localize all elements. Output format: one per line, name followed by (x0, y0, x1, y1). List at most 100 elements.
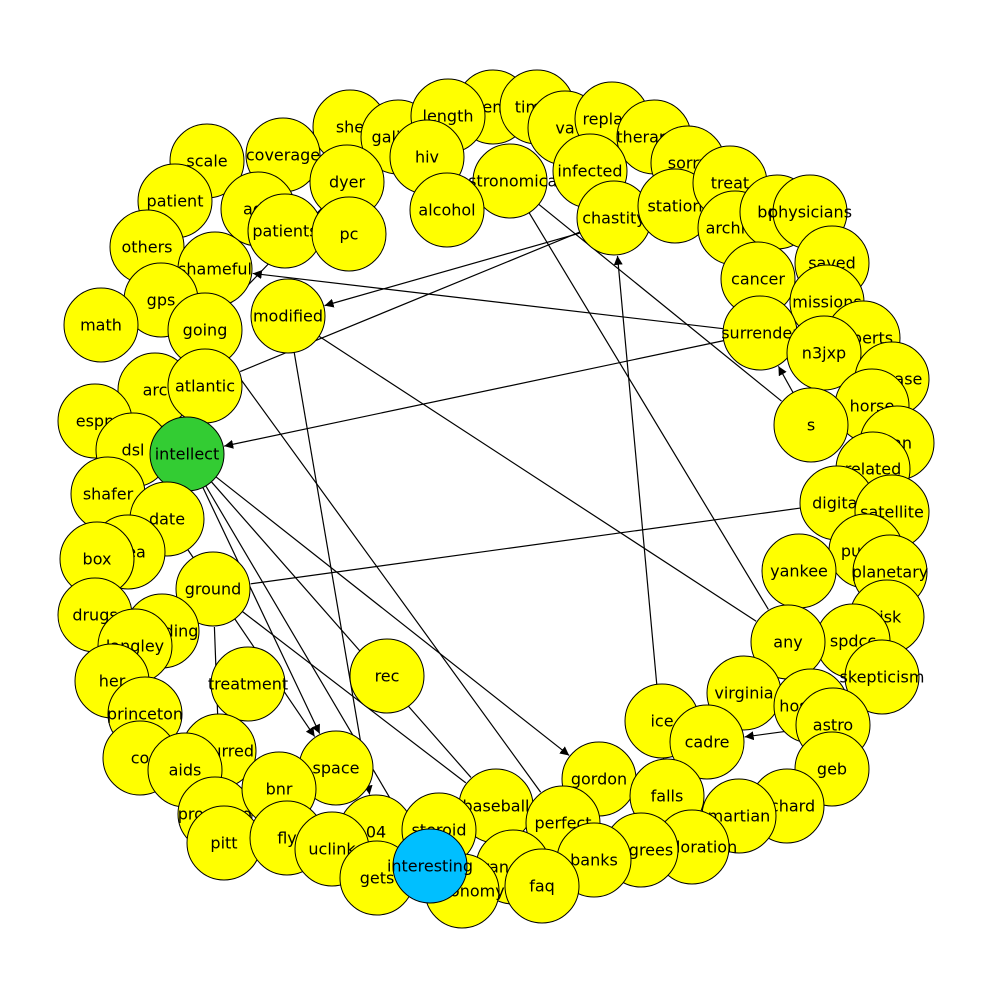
node-yankee[interactable]: yankee (761, 533, 837, 609)
node-alcohol[interactable]: alcohol (409, 172, 485, 248)
node-label: gps (147, 291, 176, 310)
node-label: digital (812, 494, 862, 513)
node-label: treatment (208, 675, 288, 694)
node-label: banks (570, 851, 618, 870)
node-ground[interactable]: ground (175, 551, 251, 627)
node-label: ice (650, 712, 673, 731)
node-label: planetary (852, 563, 929, 582)
node-label: her (99, 672, 126, 691)
node-label: pc (340, 225, 359, 244)
node-label: shafer (83, 485, 134, 504)
node-layer: shegalileomathematicstimesvalengthreplac… (57, 69, 935, 929)
node-label: falls (651, 787, 684, 806)
node-n3jxp[interactable]: n3jxp (786, 315, 862, 391)
node-surrender[interactable]: surrender (721, 295, 799, 371)
node-circle (504, 848, 580, 924)
node-intellect[interactable]: intellect (149, 416, 225, 492)
node-rec[interactable]: rec (349, 638, 425, 714)
edge-ground-baseball (241, 611, 467, 784)
node-label: faq (529, 877, 555, 896)
node-label: any (773, 633, 802, 652)
node-patients[interactable]: patients (247, 193, 323, 269)
node-label: geb (817, 760, 847, 779)
node-label: patient (147, 192, 204, 211)
node-pc[interactable]: pc (311, 196, 387, 272)
node-math[interactable]: math (63, 287, 139, 363)
node-circle (210, 646, 286, 722)
node-atlantic[interactable]: atlantic (167, 348, 243, 424)
node-label: dyer (329, 173, 365, 192)
node-faq[interactable]: faq (504, 848, 580, 924)
node-circle (311, 196, 387, 272)
edge-surrender-intellect (224, 340, 724, 449)
node-label: ground (185, 580, 242, 599)
node-label: intellect (155, 445, 220, 464)
node-label: gordon (571, 770, 627, 789)
node-label: surrender (721, 324, 799, 343)
node-label: co (131, 749, 150, 768)
edge-s-surrender (777, 365, 794, 393)
node-label: she (336, 118, 364, 137)
edge-astronomical-s (538, 203, 782, 402)
node-label: space (313, 759, 360, 778)
node-label: fly (277, 829, 297, 848)
edge-intellect-baseball (210, 481, 472, 778)
edge-astronomical-any (528, 212, 769, 610)
node-cadre[interactable]: cadre (669, 704, 745, 780)
node-label: box (83, 550, 112, 569)
node-label: infected (557, 162, 622, 181)
edge-surrender-shameful (252, 270, 724, 330)
node-label: treat (711, 174, 749, 193)
edge-modified-any (318, 335, 757, 622)
node-label: patients (252, 222, 317, 241)
edge-going-perfect (226, 359, 542, 793)
node-label: atlantic (175, 377, 235, 396)
node-modified[interactable]: modified (250, 278, 326, 354)
node-label: hiv (415, 148, 439, 167)
node-label: date (149, 510, 185, 529)
node-circle (63, 287, 139, 363)
node-interesting[interactable]: interesting (387, 828, 473, 904)
node-label: baseball (463, 797, 530, 816)
node-label: drugs (72, 606, 117, 625)
node-label: station (647, 197, 702, 216)
node-circle (844, 639, 920, 715)
node-circle (349, 638, 425, 714)
node-s[interactable]: s (773, 387, 849, 463)
node-label: math (80, 316, 122, 335)
node-going[interactable]: going (167, 292, 243, 368)
edge-falls-chastity (613, 255, 665, 760)
node-circle (669, 704, 745, 780)
node-label: martian (708, 807, 771, 826)
edge-intellect-interesting (205, 485, 412, 834)
node-circle (472, 143, 548, 219)
node-label: others (122, 238, 173, 257)
node-skepticism[interactable]: skepticism (840, 639, 925, 715)
node-circle (175, 551, 251, 627)
node-label: going (183, 321, 228, 340)
edge-intellect-gordon (215, 476, 570, 756)
node-circle (773, 387, 849, 463)
node-label: yankee (770, 562, 828, 581)
edge-intellect-space (202, 487, 321, 734)
node-any[interactable]: any (750, 604, 826, 680)
node-label: n3jxp (802, 344, 846, 363)
node-label: astro (813, 716, 853, 735)
node-label: cancer (731, 270, 785, 289)
node-shafer[interactable]: shafer (70, 456, 146, 532)
node-astronomical[interactable]: astronomical (458, 143, 562, 219)
node-label: bnr (266, 780, 293, 799)
node-circle (409, 172, 485, 248)
node-label: cadre (685, 733, 730, 752)
node-cancer[interactable]: cancer (720, 241, 796, 317)
node-label: coverage (246, 146, 320, 165)
node-treatment[interactable]: treatment (208, 646, 288, 722)
node-circle (392, 828, 468, 904)
node-chastity[interactable]: chastity (576, 180, 652, 256)
edge-modified-n04 (293, 352, 373, 795)
node-label: arc (143, 381, 168, 400)
node-label: virginia (714, 684, 773, 703)
node-label: dsl (122, 441, 145, 460)
node-label: alcohol (418, 201, 475, 220)
